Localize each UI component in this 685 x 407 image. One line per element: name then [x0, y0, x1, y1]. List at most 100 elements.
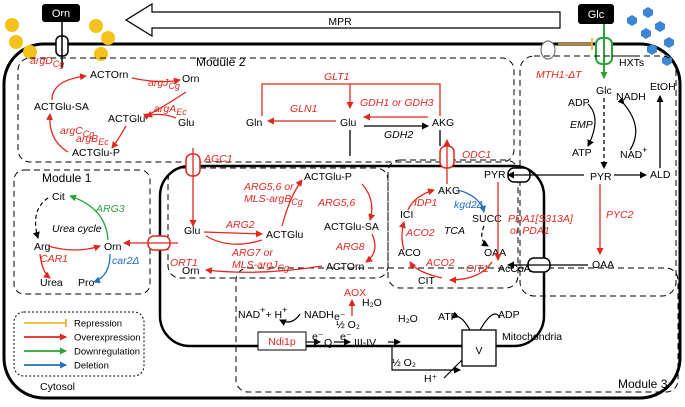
- glucose-molecule: [627, 15, 637, 26]
- module3-box: [235, 267, 679, 393]
- etoh-label: EtOH: [650, 81, 676, 93]
- iii-iv-label: III-IV: [354, 337, 376, 349]
- ndi1p-box: [257, 331, 307, 351]
- arg56-b-label: MLS-argBCg: [244, 193, 303, 207]
- atp-synthase-box: [461, 329, 497, 367]
- aco-label: ACO: [398, 247, 421, 259]
- car1-label: CAR1: [40, 253, 68, 265]
- actglu-mito: ACTGlu: [266, 229, 304, 241]
- pyr-cyto: PYR: [590, 171, 612, 183]
- arg-urea-arrow: [39, 253, 51, 279]
- glc-top-label: Glc: [588, 9, 605, 21]
- nadh-nad-arc: [617, 97, 637, 151]
- orn-molecule: [89, 19, 103, 33]
- arg-label: Arg: [34, 241, 51, 253]
- ort1-transporter: [123, 235, 178, 251]
- orn-molecule: [94, 47, 108, 61]
- glucose-molecule: [647, 44, 657, 55]
- argC-arrow: [46, 113, 69, 153]
- glt1-label: GLT1: [324, 71, 349, 83]
- pyc2-label: PYC2: [606, 209, 634, 221]
- nadh-top: NADH: [616, 91, 646, 103]
- mth1-label: MTH1-ΔT: [536, 69, 583, 81]
- actglu-p-m2: ACTGlu-P: [72, 147, 120, 159]
- e-aox: e⁻: [334, 311, 346, 323]
- glu-m2: Glu: [178, 117, 195, 129]
- car2-label: car2Δ: [112, 255, 139, 267]
- arg8-label: ARG8: [335, 241, 365, 253]
- glucose-molecule: [655, 21, 665, 32]
- akg-top: AKG: [432, 117, 454, 129]
- q-label: Q: [324, 337, 332, 349]
- actglu-sa-mito: ACTGlu-SA: [324, 221, 379, 233]
- agc1-transporter: [185, 148, 201, 227]
- car1-arrow: [47, 244, 101, 252]
- module2-box: [17, 57, 515, 163]
- actorn-m2: ACTOrn: [90, 69, 128, 81]
- kgd2-arrow: [457, 189, 486, 213]
- cytosol-label: Cytosol: [40, 381, 75, 393]
- ald-label: ALD: [650, 169, 671, 181]
- module1-label: Module 1: [42, 171, 92, 185]
- gln-label: Gln: [246, 117, 263, 129]
- arg56-arrow: [281, 179, 303, 227]
- gln1-label: GLN1: [290, 103, 317, 115]
- atp-glyc: ATP: [572, 147, 592, 159]
- glu-mito: Glu: [184, 225, 201, 237]
- arg3-arrow: [69, 194, 109, 241]
- arg56-2-arrow: [361, 183, 376, 221]
- orn-molecule: [9, 35, 23, 49]
- orn-box: [42, 4, 80, 22]
- nad-glyc: NAD+: [620, 145, 647, 161]
- akg-mito: AKG: [438, 185, 460, 197]
- argD-label: argDCg: [30, 55, 64, 69]
- adp-in-arc: [479, 313, 501, 331]
- legend: RepressionOverexpressionDownregulationDe…: [24, 319, 141, 372]
- glu-center: Glu: [340, 117, 357, 129]
- arg3-label: ARG3: [95, 203, 125, 215]
- argJ-arrow-orn: [131, 77, 181, 85]
- module1-box: [13, 169, 151, 295]
- legend-label-overexpression: Overexpression: [74, 333, 141, 344]
- arg7-b-label: MLS-argJCg: [232, 259, 289, 273]
- orn-molecule: [5, 18, 19, 32]
- oaa-mito: OAA: [484, 247, 506, 259]
- pyr-transporter: [507, 167, 584, 183]
- actglu-m2: ACTGlu: [108, 113, 146, 125]
- arg7-a-label: ARG7 or: [231, 247, 273, 259]
- glc-import-group: Glc HXTs MTH1-ΔT: [536, 4, 674, 81]
- mitochondrion-membrane: [158, 164, 546, 348]
- actglu-sa-m2: ACTGlu-SA: [34, 101, 89, 113]
- mpr-label: MPR: [328, 16, 352, 28]
- urea-cycle-label: Urea cycle: [52, 223, 102, 235]
- glc-inner: Glc: [596, 85, 612, 97]
- actglu-p-mito: ACTGlu-P: [304, 171, 352, 183]
- module2-label: Module 2: [196, 55, 246, 69]
- pda1-a-label: PDA1[S313A]: [508, 213, 574, 225]
- kgd2-label: kgd2Δ: [454, 199, 484, 211]
- acoa-label: AcCoA: [498, 263, 531, 275]
- h2o-aox: H₂O: [362, 297, 382, 309]
- succ-oaa-arrow: [481, 225, 489, 247]
- mitochondria-label: Mitochondria: [502, 331, 562, 343]
- pyr-mito: PYR: [484, 169, 506, 181]
- legend-label-downregulation: Downregulation: [74, 347, 140, 358]
- cell-membrane: [2, 42, 682, 400]
- cit-arg-arrow: [32, 197, 49, 239]
- adp-etc: ADP: [498, 309, 520, 321]
- v-proton-line: [443, 359, 463, 379]
- v-label: V: [475, 345, 482, 357]
- orn-m2: Orn: [182, 73, 200, 85]
- aco2-a-label: ACO2: [405, 227, 435, 239]
- half-o2-b: ½ O₂: [392, 357, 416, 369]
- orn-top-label: Orn: [52, 8, 70, 20]
- cit-mito: CIT: [418, 275, 436, 287]
- argC-label: argCCg: [60, 125, 94, 139]
- agc1-label: AGC1: [203, 153, 233, 165]
- gdh2-label: GDH2: [384, 129, 413, 141]
- pda1-b-label: or PDA1: [510, 225, 550, 237]
- e1-label: e⁻: [312, 331, 324, 343]
- ndi1p-label: Ndi1p: [268, 336, 296, 348]
- legend-label-deletion: Deletion: [74, 361, 109, 372]
